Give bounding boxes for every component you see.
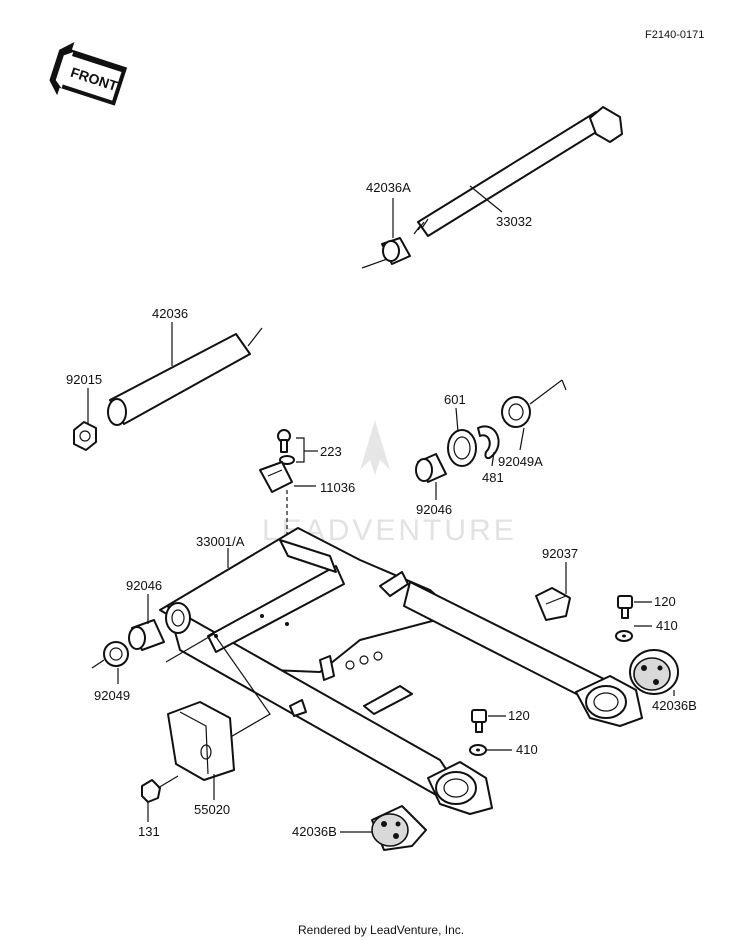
label-33001A: 33001/A: [196, 534, 245, 549]
adjuster-42036B-bottom: [371, 805, 427, 851]
label-410-mid: 410: [516, 742, 538, 757]
needle-bearing-92046-top: [415, 453, 447, 483]
label-42036A: 42036A: [366, 180, 411, 195]
chain-guide-55020: [167, 701, 235, 781]
label-42036: 42036: [152, 306, 188, 321]
circlip-481: [477, 425, 500, 460]
label-92037: 92037: [542, 546, 578, 561]
clip-92037: [535, 587, 571, 621]
seal-92049: [91, 641, 129, 669]
label-42036B-right: 42036B: [652, 698, 697, 713]
label-601: 601: [444, 392, 466, 407]
label-120-mid: 120: [508, 708, 530, 723]
nut-92015: [73, 421, 97, 451]
bolt-131: [141, 775, 179, 803]
adjuster-42036B-right: [629, 649, 679, 695]
label-33032: 33032: [496, 214, 532, 229]
pivot-shaft: [361, 106, 623, 269]
label-120-top: 120: [654, 594, 676, 609]
seal-92049A: [501, 379, 567, 428]
label-92046-left: 92046: [126, 578, 162, 593]
label-11036: 11036: [320, 480, 355, 495]
label-410-top: 410: [656, 618, 678, 633]
diagram-id: F2140-0171: [645, 29, 704, 41]
leader-lines: [87, 185, 675, 833]
label-223: 223: [320, 444, 342, 459]
label-42036B-bottom: 42036B: [292, 824, 337, 839]
washer-410-top: [615, 630, 633, 642]
bolt-223: [277, 429, 295, 465]
needle-bearing-92046-left: [128, 619, 165, 651]
label-481: 481: [482, 470, 504, 485]
label-92046-top: 92046: [416, 502, 452, 517]
watermark: LEADVENTURE: [262, 420, 514, 547]
sleeve-42036: [107, 327, 263, 426]
footer-credit: Rendered by LeadVenture, Inc.: [298, 923, 464, 937]
label-55020: 55020: [194, 802, 230, 817]
label-92049: 92049: [94, 688, 130, 703]
part-labels: 42036A 33032 42036 92015 601 92049A 481 …: [66, 180, 697, 839]
washer-410-mid: [469, 744, 487, 756]
front-arrow-icon: FRONT: [49, 42, 128, 106]
bolt-120-top: [617, 595, 633, 619]
label-92015: 92015: [66, 372, 102, 387]
label-131: 131: [138, 824, 160, 839]
bearing-601: [447, 429, 477, 467]
label-92049A: 92049A: [498, 454, 543, 469]
bolt-120-mid: [471, 709, 487, 733]
collar-42036A: [381, 237, 411, 265]
swingarm-33001A: [159, 527, 643, 815]
